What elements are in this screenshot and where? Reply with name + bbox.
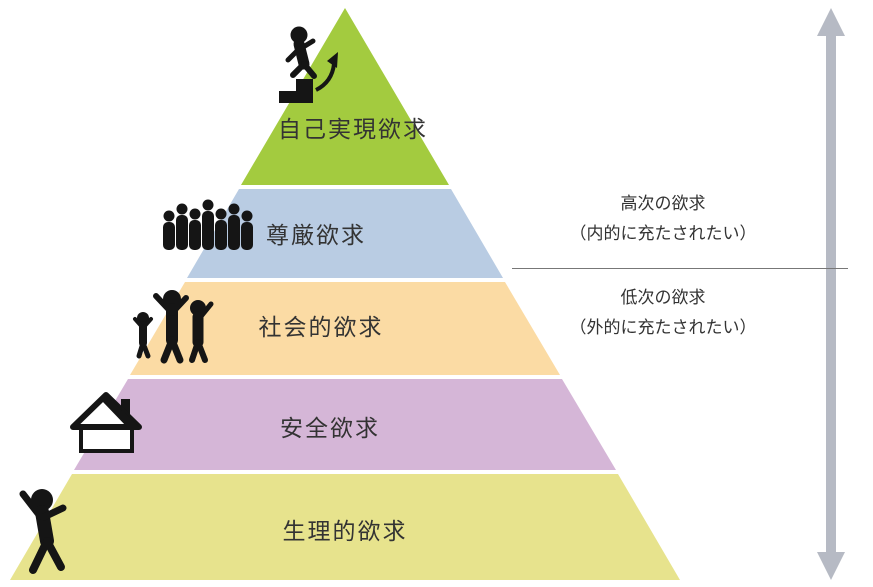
level-label-esteem: 尊厳欲求 (266, 223, 366, 249)
climbing-person-icon (279, 26, 338, 103)
pyramid-level-safety (74, 379, 616, 470)
hierarchy-axis-arrow (817, 8, 845, 580)
lower-needs-subtitle: （外的に充たされたい） (569, 317, 757, 338)
higher-needs-note: 高次の欲求 （内的に充たされたい） (495, 190, 831, 250)
level-label-physiological: 生理的欲求 (282, 519, 408, 545)
level-label-self-actualization: 自己実現欲求 (278, 117, 428, 143)
pyramid-level-social (130, 282, 560, 375)
person-icon (19, 489, 67, 574)
pyramid-level-self-actualization (241, 8, 449, 185)
higher-needs-subtitle: （内的に充たされたい） (569, 223, 757, 244)
pyramid-level-esteem (187, 189, 503, 278)
level-label-safety: 安全欲求 (280, 416, 380, 442)
higher-needs-title: 高次の欲求 (620, 194, 706, 214)
level-label-social: 社会的欲求 (258, 315, 384, 341)
group-people-icon (163, 199, 253, 250)
pyramid-level-physiological (10, 474, 680, 580)
lower-needs-note: 低次の欲求 （外的に充たされたい） (495, 284, 831, 344)
house-icon (70, 392, 142, 453)
family-icon (133, 290, 214, 364)
needs-divider-line (512, 268, 848, 269)
lower-needs-title: 低次の欲求 (620, 288, 706, 308)
